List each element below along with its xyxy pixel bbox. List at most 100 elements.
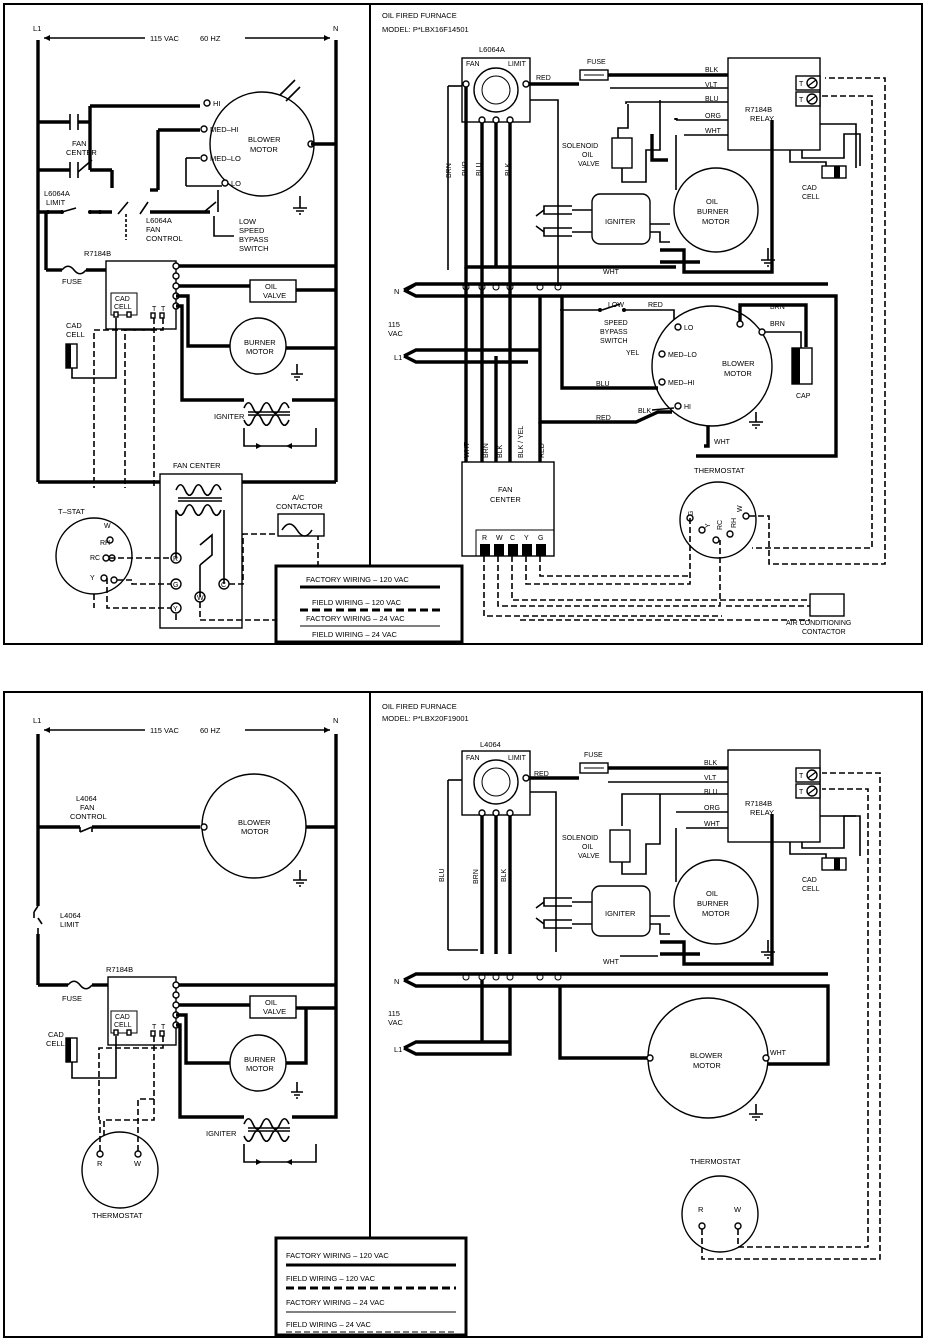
- top-model: MODEL: P*LBX16F14501: [382, 25, 469, 34]
- svg-text:RED: RED: [534, 771, 549, 778]
- svg-text:MOTOR: MOTOR: [724, 369, 752, 378]
- svg-text:CAP: CAP: [796, 393, 811, 400]
- svg-text:T: T: [152, 306, 157, 313]
- svg-text:THERMOSTAT: THERMOSTAT: [92, 1211, 143, 1220]
- svg-text:R: R: [482, 535, 487, 542]
- svg-text:ORG: ORG: [704, 805, 720, 812]
- svg-text:FAN: FAN: [466, 61, 480, 68]
- svg-text:CAD: CAD: [115, 296, 130, 303]
- svg-text:CENTER: CENTER: [66, 148, 97, 157]
- svg-text:RED: RED: [536, 75, 551, 82]
- svg-text:CELL: CELL: [114, 1022, 132, 1029]
- svg-text:MODEL: P*LBX20F19001: MODEL: P*LBX20F19001: [382, 714, 469, 723]
- svg-text:WHT: WHT: [603, 959, 620, 966]
- svg-text:BLK: BLK: [704, 760, 718, 767]
- svg-text:CONTROL: CONTROL: [70, 812, 107, 821]
- bottom-pictorial-diagram: OIL FIRED FURNACE MODEL: P*LBX20F19001 L…: [382, 702, 881, 1260]
- top-ladder-burner-motor: [229, 317, 287, 375]
- svg-text:THERMOSTAT: THERMOSTAT: [690, 1157, 741, 1166]
- svg-text:W: W: [737, 505, 744, 512]
- svg-text:R: R: [97, 1159, 103, 1168]
- svg-text:OIL: OIL: [706, 889, 718, 898]
- svg-text:BYPASS: BYPASS: [239, 235, 268, 244]
- svg-text:G: G: [538, 535, 543, 542]
- svg-text:MOTOR: MOTOR: [246, 347, 274, 356]
- svg-text:VALVE: VALVE: [578, 853, 600, 860]
- svg-text:BURNER: BURNER: [697, 899, 729, 908]
- svg-text:WHT: WHT: [603, 269, 620, 276]
- svg-text:N: N: [333, 716, 338, 725]
- svg-text:THERMOSTAT: THERMOSTAT: [694, 466, 745, 475]
- svg-text:CELL: CELL: [66, 330, 85, 339]
- svg-text:WHT: WHT: [464, 441, 471, 458]
- svg-text:W: W: [134, 1159, 142, 1168]
- svg-text:W: W: [197, 595, 204, 602]
- svg-text:BRN: BRN: [446, 163, 453, 178]
- svg-text:BLU: BLU: [596, 381, 610, 388]
- svg-text:RED: RED: [596, 415, 611, 422]
- svg-text:RC: RC: [90, 555, 100, 562]
- svg-text:R7184B: R7184B: [745, 105, 772, 114]
- svg-text:BLK: BLK: [501, 868, 508, 882]
- svg-text:CAD: CAD: [802, 185, 817, 192]
- svg-text:C: C: [510, 535, 515, 542]
- top-legend-factory-24: FACTORY WIRING – 24 VAC: [306, 614, 405, 623]
- svg-text:L4064: L4064: [76, 794, 97, 803]
- top-thermostat: [679, 481, 757, 559]
- svg-text:CAD: CAD: [115, 1014, 130, 1021]
- svg-text:BRN: BRN: [473, 869, 480, 884]
- svg-text:CAD: CAD: [802, 877, 817, 884]
- svg-text:WHT: WHT: [704, 821, 721, 828]
- top-igniter: [591, 193, 651, 245]
- svg-text:BRN: BRN: [770, 304, 785, 311]
- top-title: OIL FIRED FURNACE: [382, 11, 457, 20]
- svg-text:FACTORY WIRING – 24 VAC: FACTORY WIRING – 24 VAC: [286, 1298, 385, 1307]
- svg-text:AIR CONDITIONING: AIR CONDITIONING: [786, 620, 851, 627]
- svg-text:CAD: CAD: [66, 321, 82, 330]
- svg-text:VAC: VAC: [388, 1018, 403, 1027]
- svg-text:L1: L1: [394, 353, 402, 362]
- bottom-thermostat: [681, 1175, 759, 1253]
- svg-text:CELL: CELL: [46, 1039, 65, 1048]
- svg-text:MED–HI: MED–HI: [668, 380, 695, 387]
- svg-text:BLK: BLK: [505, 162, 512, 176]
- svg-text:BRN: BRN: [770, 321, 785, 328]
- svg-text:FUSE: FUSE: [587, 59, 606, 66]
- svg-text:BLK: BLK: [638, 408, 652, 415]
- top-ladder-n: N: [333, 24, 338, 33]
- svg-text:BLK: BLK: [497, 444, 504, 458]
- svg-text:L4064: L4064: [60, 911, 81, 920]
- top-legend: [274, 564, 464, 644]
- svg-text:L1: L1: [394, 1045, 402, 1054]
- svg-text:BLOWER: BLOWER: [722, 359, 755, 368]
- svg-text:LO: LO: [231, 179, 241, 188]
- svg-text:VALVE: VALVE: [263, 291, 286, 300]
- svg-text:BYPASS: BYPASS: [600, 329, 628, 336]
- svg-text:BLU: BLU: [705, 96, 719, 103]
- svg-text:T: T: [799, 97, 804, 104]
- svg-text:T: T: [799, 773, 804, 780]
- top-ladder-hz: 60 HZ: [200, 34, 221, 43]
- svg-text:W: W: [734, 1205, 742, 1214]
- svg-text:RED: RED: [648, 302, 663, 309]
- svg-text:SOLENOID: SOLENOID: [562, 835, 598, 842]
- svg-text:MED–LO: MED–LO: [668, 352, 697, 359]
- svg-text:LIMIT: LIMIT: [508, 755, 527, 762]
- svg-text:CELL: CELL: [802, 886, 820, 893]
- svg-text:BLOWER: BLOWER: [690, 1051, 723, 1060]
- svg-text:MOTOR: MOTOR: [246, 1064, 274, 1073]
- svg-text:BRN: BRN: [483, 443, 490, 458]
- svg-text:LIMIT: LIMIT: [508, 61, 527, 68]
- svg-text:RH: RH: [100, 540, 110, 547]
- svg-text:RELAY: RELAY: [750, 114, 774, 123]
- svg-text:T: T: [799, 789, 804, 796]
- svg-text:VALVE: VALVE: [578, 161, 600, 168]
- top-oil-burner-motor: [673, 167, 759, 253]
- svg-text:C: C: [221, 582, 226, 589]
- svg-text:CELL: CELL: [114, 304, 132, 311]
- svg-text:T–STAT: T–STAT: [58, 507, 85, 516]
- svg-text:CAD: CAD: [48, 1030, 64, 1039]
- top-fan-center: [461, 461, 555, 557]
- svg-text:A/C: A/C: [292, 493, 305, 502]
